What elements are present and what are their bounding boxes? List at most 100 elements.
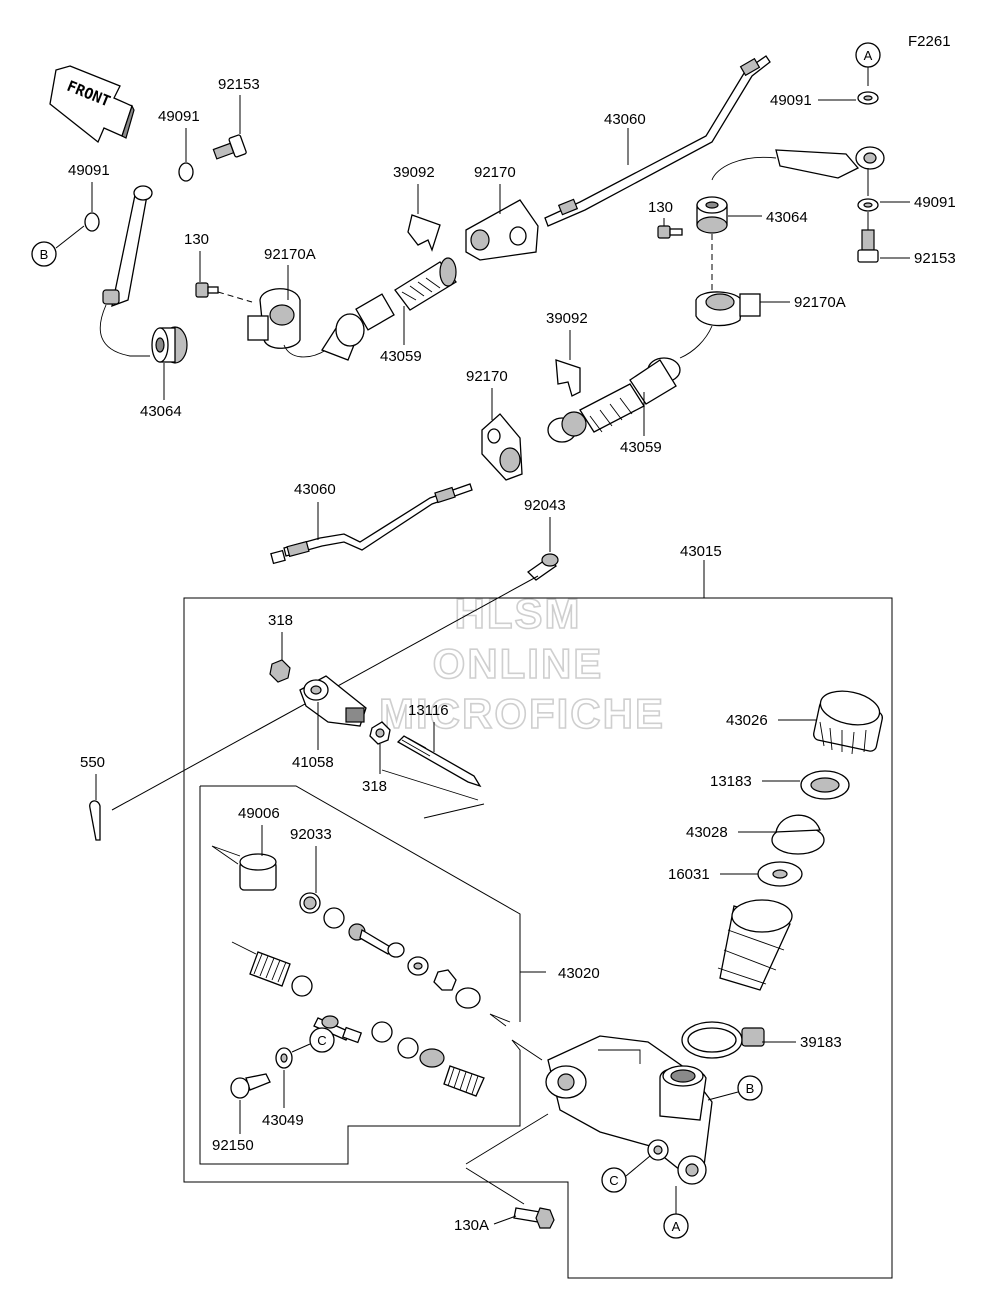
bracket-92170-mid	[481, 413, 523, 481]
label-49091-right-lower: 49091	[914, 194, 956, 211]
bolt-130-left	[195, 282, 219, 298]
clip-39092-top	[407, 214, 441, 252]
label-92033: 92033	[290, 826, 332, 843]
label-43015: 43015	[680, 543, 722, 560]
brake-line-43060-top	[544, 55, 771, 227]
label-130A: 130A	[454, 1217, 489, 1234]
label-49091-right-upper: 49091	[770, 92, 812, 109]
label-92170-top: 92170	[474, 164, 516, 181]
label-43049: 43049	[262, 1112, 304, 1129]
callout-c-body-text: C	[609, 1173, 618, 1188]
piston-parts-row1	[323, 907, 481, 1009]
label-43060-top: 43060	[604, 111, 646, 128]
bolt-130-right	[657, 225, 683, 239]
plate-13183	[800, 770, 850, 800]
label-130-left: 130	[184, 231, 209, 248]
spring-upper	[231, 941, 291, 987]
label-49006: 49006	[238, 805, 280, 822]
cotter-pin-550	[89, 800, 101, 841]
yoke-41058	[299, 675, 367, 727]
label-43059-left: 43059	[380, 348, 422, 365]
labels: 92153 49091 49091 130 92170A 43064 43059…	[68, 76, 956, 1234]
label-13183: 13183	[710, 773, 752, 790]
label-43060-bottom: 43060	[294, 481, 336, 498]
bolt-92153-left	[212, 134, 247, 160]
cylinder-43059-right	[547, 357, 681, 443]
callout-a-bottom-text: A	[672, 1219, 681, 1234]
callout-b-left-text: B	[40, 247, 49, 262]
ring-92033	[299, 892, 321, 914]
label-318-upper: 318	[268, 612, 293, 629]
spring-lower	[443, 1065, 485, 1097]
callout-b-right: B	[707, 1075, 763, 1101]
label-130-right: 130	[648, 199, 673, 216]
watermark-line2: ONLINE	[433, 640, 604, 687]
label-49091-left-lower: 49091	[68, 162, 110, 179]
label-43020: 43020	[558, 965, 600, 982]
label-92170A-left: 92170A	[264, 246, 316, 263]
label-39092-mid: 39092	[546, 310, 588, 327]
frame-43020	[199, 785, 543, 1165]
callout-c-body: C	[601, 1155, 651, 1193]
label-43028: 43028	[686, 824, 728, 841]
bolt-130A	[465, 1113, 555, 1229]
washer-16031	[757, 861, 803, 887]
label-43064-right: 43064	[766, 209, 808, 226]
callout-c-kit: C	[291, 1027, 335, 1053]
label-92153-right: 92153	[914, 250, 956, 267]
cap-43026	[813, 690, 883, 755]
clamp-39183	[681, 1021, 765, 1059]
grommet-43064-right	[696, 196, 728, 234]
diaphragm-43028	[771, 814, 825, 855]
watermark-line1: HLSM	[455, 590, 582, 637]
label-43064-left: 43064	[140, 403, 182, 420]
callout-c-kit-text: C	[317, 1033, 326, 1048]
watermark-line3: MICROFICHE	[379, 690, 665, 737]
master-cylinder-body	[545, 1035, 713, 1185]
label-92170-mid: 92170	[466, 368, 508, 385]
clamp-92170A-right	[695, 291, 761, 327]
figure-code: F2261	[908, 33, 951, 50]
brake-line-43060-bottom	[270, 483, 473, 565]
label-550: 550	[80, 754, 105, 771]
label-49091-left-upper: 49091	[158, 108, 200, 125]
seal-49006	[211, 845, 277, 891]
reservoir-boot	[717, 899, 793, 991]
callout-b-left: B	[31, 225, 85, 267]
label-43026: 43026	[726, 712, 768, 729]
label-39183: 39183	[800, 1034, 842, 1051]
label-16031: 16031	[668, 866, 710, 883]
washer-43049	[275, 1047, 293, 1069]
pushrod-13116	[381, 735, 485, 819]
cylinder-43059-left	[321, 257, 457, 361]
clamp-92170A-left	[247, 288, 301, 349]
label-92153-left: 92153	[218, 76, 260, 93]
label-92043: 92043	[524, 497, 566, 514]
bracket-92170-top	[465, 199, 539, 261]
upper-left-assembly	[84, 134, 457, 364]
label-92170A-right: 92170A	[794, 294, 846, 311]
label-39092-top: 39092	[393, 164, 435, 181]
right-assembly: A	[547, 42, 885, 443]
piston-parts-row2	[291, 975, 511, 1068]
nut-318-lower	[369, 721, 391, 745]
callout-b-right-text: B	[746, 1081, 755, 1096]
callout-a-bottom: A	[663, 1186, 689, 1239]
bolt-92153-right	[857, 229, 879, 263]
grommet-43064-left	[151, 326, 188, 364]
bolt-92150	[230, 1073, 271, 1099]
washer-49091-left-upper	[178, 162, 194, 182]
watermark: HLSM ONLINE MICROFICHE	[378, 589, 665, 738]
washer-49091-left-lower	[84, 212, 100, 232]
clip-39092-mid	[555, 359, 581, 397]
label-41058: 41058	[292, 754, 334, 771]
label-318-lower: 318	[362, 778, 387, 795]
frame-43015	[183, 560, 893, 1279]
front-arrow-icon: FRONT	[49, 65, 135, 144]
nut-318-upper	[269, 659, 291, 683]
label-13116: 13116	[408, 702, 449, 719]
label-92150: 92150	[212, 1137, 254, 1154]
label-43059-right: 43059	[620, 439, 662, 456]
callout-a-top-text: A	[864, 48, 873, 63]
